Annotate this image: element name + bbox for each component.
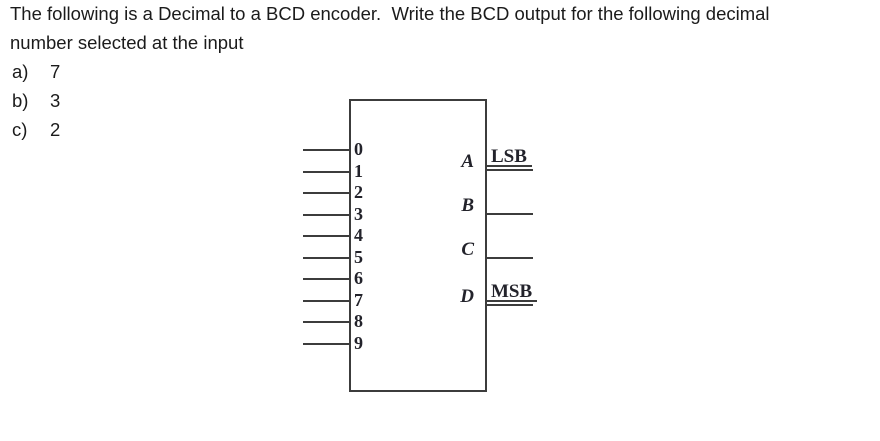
input-wire-5 <box>303 257 350 259</box>
input-label-0: 0 <box>354 139 363 159</box>
input-wire-6 <box>303 278 350 280</box>
output-letter-A: A <box>461 151 474 172</box>
input-wire-3 <box>303 214 350 216</box>
question-prompt-line-2: number selected at the input <box>10 32 244 53</box>
input-label-8: 8 <box>354 311 363 331</box>
input-label-1: 1 <box>354 161 363 181</box>
question-item-label: b) <box>12 90 29 111</box>
input-wire-4 <box>303 235 350 237</box>
question-item: b) 3 <box>10 86 770 115</box>
encoder-box <box>349 99 487 392</box>
output-wire-C <box>485 257 533 259</box>
question-item-list: a) 7 b) 3 c) 2 <box>10 57 770 144</box>
input-wire-8 <box>303 321 350 323</box>
question-item-value: 3 <box>50 90 61 111</box>
input-label-4: 4 <box>354 225 363 245</box>
output-wire-D <box>485 304 533 306</box>
output-wire-B <box>485 213 533 215</box>
input-wire-9 <box>303 343 350 345</box>
output-letter-C: C <box>461 239 474 260</box>
input-label-7: 7 <box>354 290 363 310</box>
question-item-label: c) <box>12 119 28 140</box>
question-item-value: 7 <box>50 61 61 82</box>
question-item: c) 2 <box>10 115 770 144</box>
input-wire-2 <box>303 192 350 194</box>
question-item: a) 7 <box>10 57 770 86</box>
output-letter-D: D <box>460 286 474 307</box>
question-block: The following is a Decimal to a BCD enco… <box>10 0 770 144</box>
input-wire-7 <box>303 300 350 302</box>
input-label-2: 2 <box>354 182 363 202</box>
input-label-3: 3 <box>354 204 363 224</box>
output-tag-msb: MSB <box>487 282 538 302</box>
input-wire-0 <box>303 149 350 151</box>
input-wire-1 <box>303 171 350 173</box>
output-tag-lsb: LSB <box>487 147 532 167</box>
question-item-label: a) <box>12 61 29 82</box>
question-prompt-line-1: The following is a Decimal to a BCD enco… <box>10 3 770 24</box>
output-wire-A <box>485 169 533 171</box>
output-letter-B: B <box>461 195 474 216</box>
input-label-5: 5 <box>354 247 363 267</box>
input-label-9: 9 <box>354 333 363 353</box>
input-label-6: 6 <box>354 268 363 288</box>
question-item-value: 2 <box>50 119 61 140</box>
